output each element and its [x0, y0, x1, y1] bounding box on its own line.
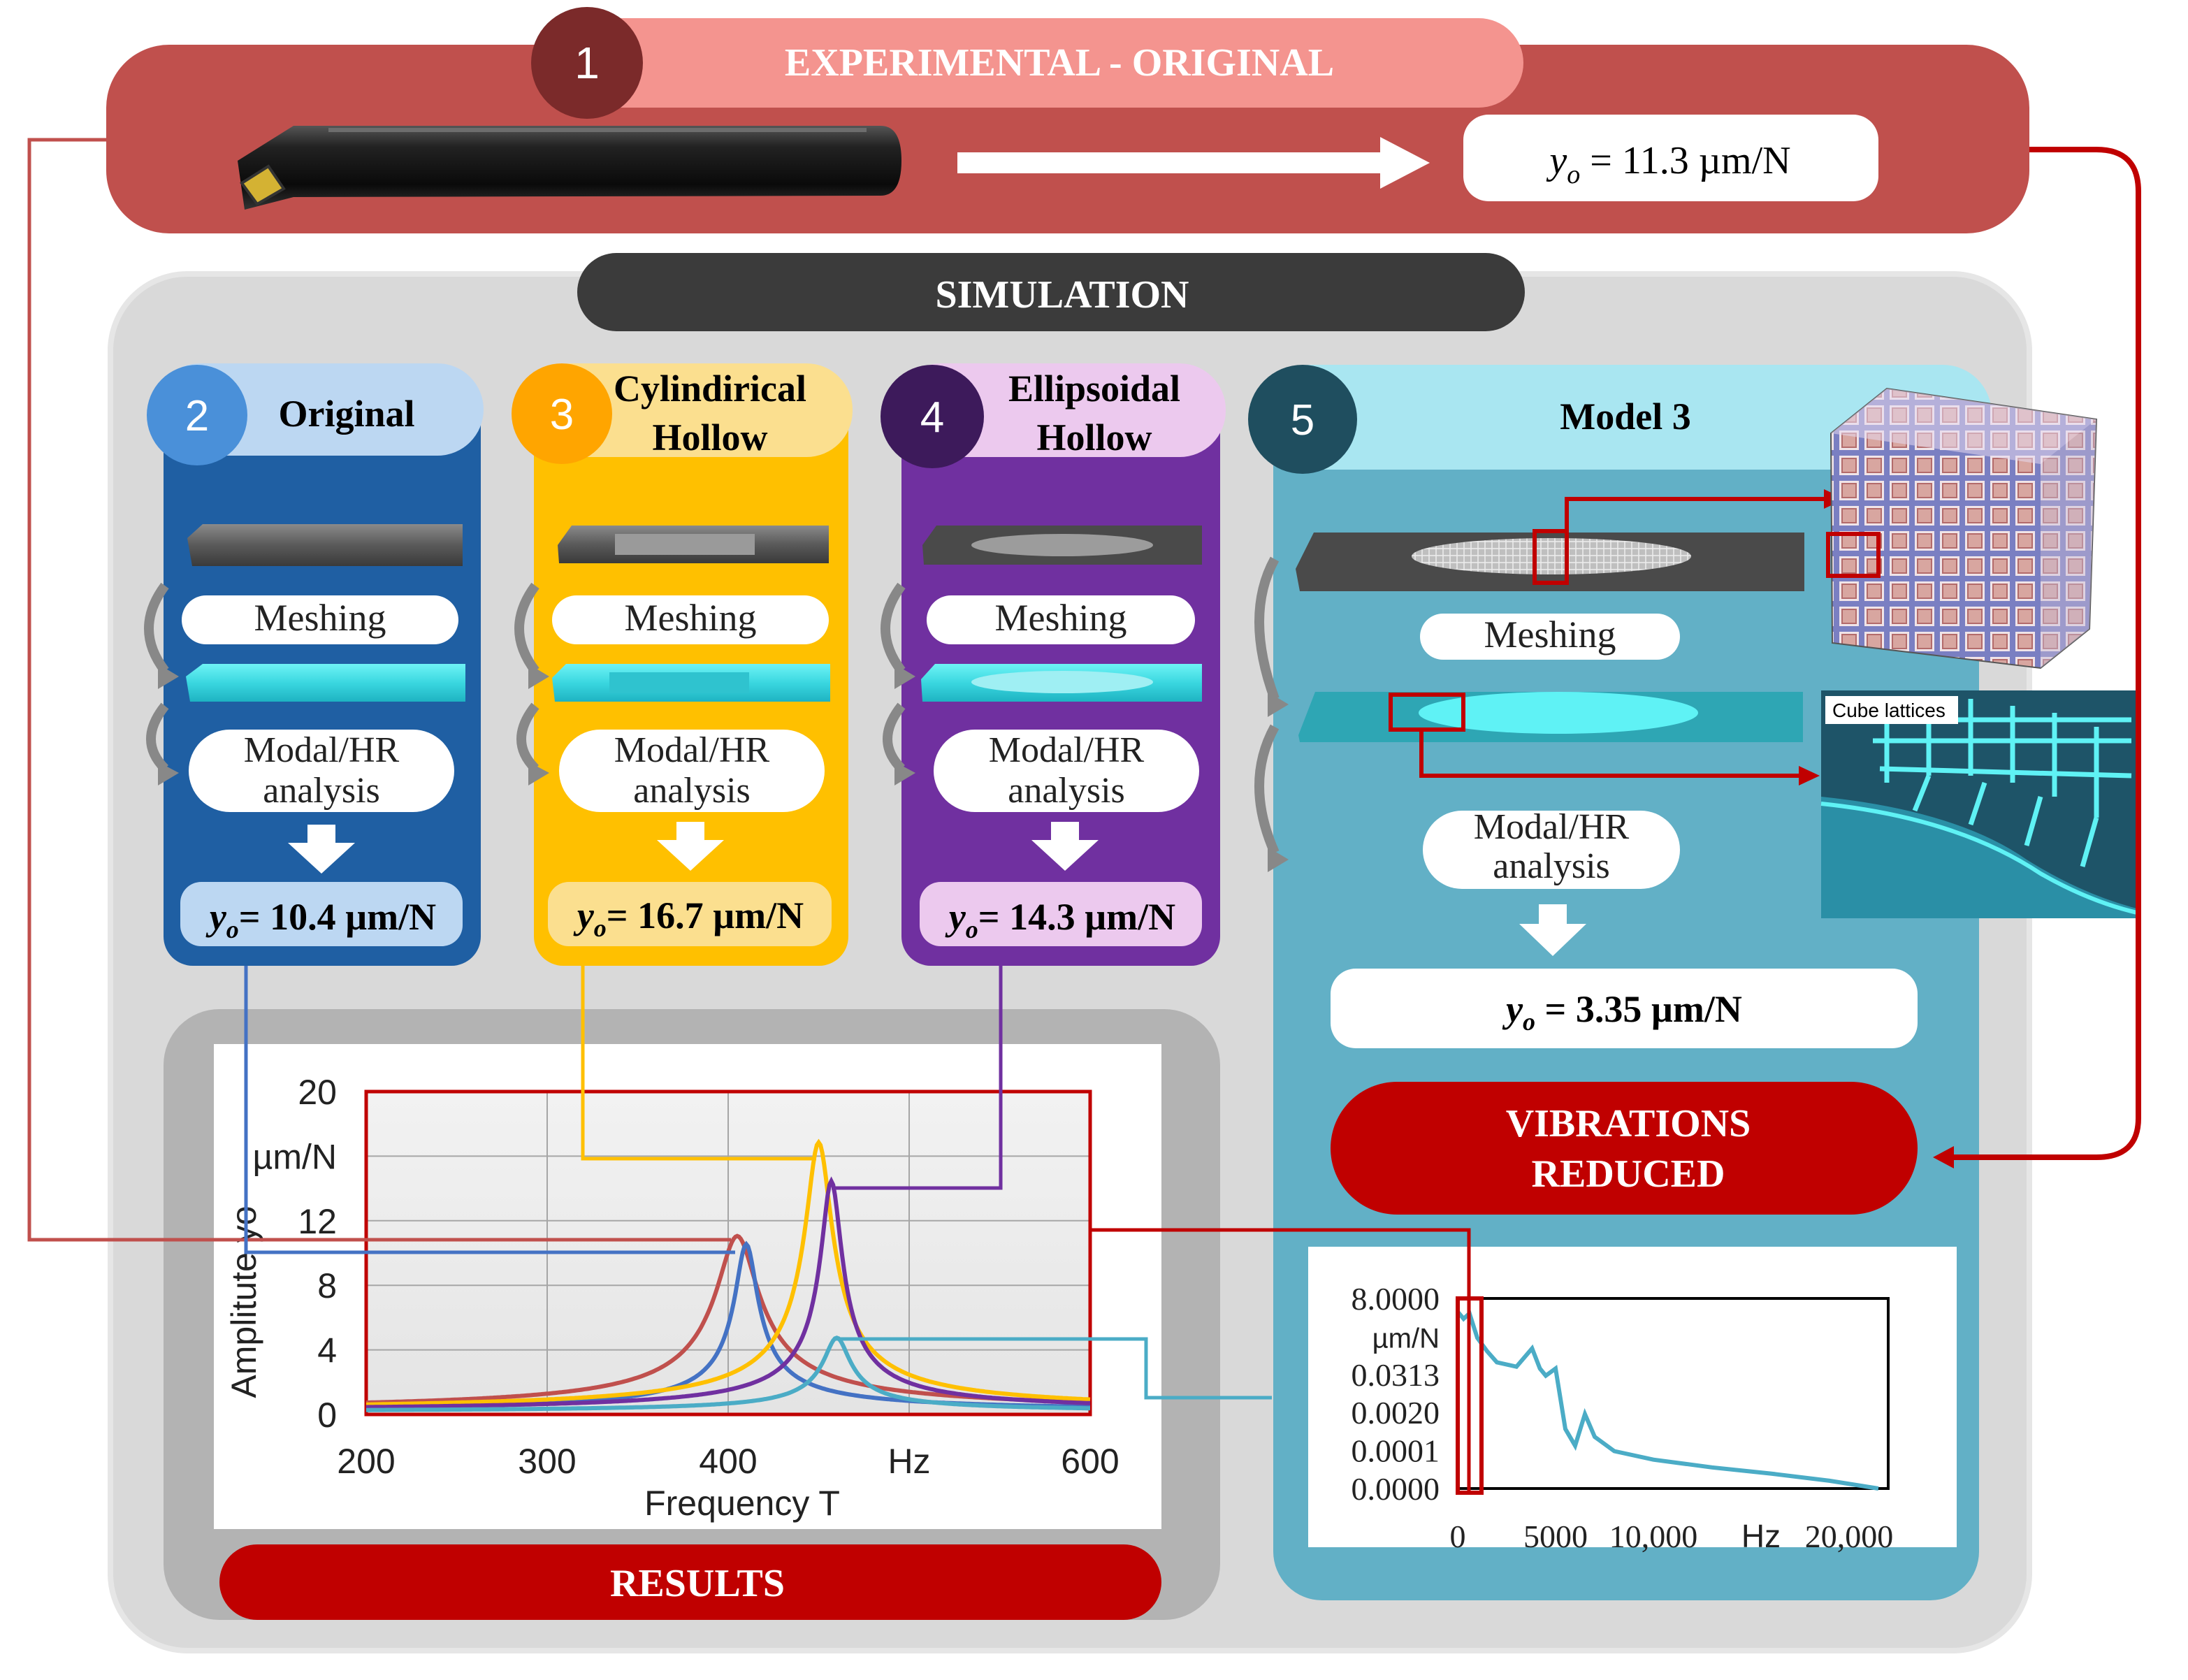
connector-experimental-right — [1950, 147, 2141, 1160]
chart-x-tick-label: 400 — [699, 1442, 757, 1481]
chart-y-tick-label: 20 — [298, 1073, 337, 1112]
step-badge-3 — [512, 363, 612, 464]
small-chart-plot-area — [1456, 1297, 1890, 1490]
small-chart-x-tick-label: 20,000 — [1805, 1519, 1894, 1554]
connector-original — [244, 966, 735, 1254]
experimental-result-box — [1463, 115, 1878, 201]
small-chart-y-tick-label: 8.0000 — [1352, 1281, 1440, 1317]
step-badge-4 — [881, 365, 984, 468]
chart-x-axis-label: Frequency T — [644, 1484, 840, 1523]
model-ellipsoidal-analysis-label-1: Modal/HR — [989, 730, 1145, 770]
chart-y-tick-label: 8 — [317, 1266, 337, 1305]
step-badge-3-number: 3 — [550, 391, 574, 439]
vibrations-arrowhead — [1933, 1146, 1954, 1168]
vibrations-reduced-box — [1331, 1082, 1918, 1215]
small-chart-zoom-box — [1456, 1296, 1484, 1495]
simulation-title: SIMULATION — [935, 273, 1189, 317]
chart-x-tick-label: 600 — [1061, 1442, 1119, 1481]
small-chart-y-tick-label: 0.0001 — [1352, 1433, 1440, 1469]
model-original-analysis-label-1: Modal/HR — [244, 730, 400, 770]
model-ellipsoidal-card: 4 Ellipsoidal Hollow Meshing Modal/HR an… — [881, 363, 1226, 966]
simulation-title-bar — [577, 253, 1525, 331]
chart-x-tick-label: 300 — [518, 1442, 576, 1481]
connector-experimental-left — [27, 138, 731, 1242]
model-cylindrical-analysis-label-1: Modal/HR — [614, 730, 770, 770]
model-original-title: Original — [278, 393, 414, 435]
step-badge-1-number: 1 — [574, 38, 600, 88]
model-cylindrical-analysis-label-2: analysis — [633, 771, 751, 811]
model-lattice-analysis-label-2: analysis — [1493, 846, 1610, 886]
model-original-analysis-label-2: analysis — [263, 771, 380, 811]
model-cylindrical-title-2: Hollow — [652, 417, 767, 458]
step-badge-2-number: 2 — [185, 392, 209, 440]
chart-y-tick-label: µm/N — [253, 1137, 337, 1176]
connector-lines — [27, 138, 2141, 1495]
small-chart-x-tick-label: 5000 — [1523, 1519, 1588, 1554]
step-badge-4-number: 4 — [920, 393, 944, 442]
model-lattice-title: Model 3 — [1560, 396, 1690, 437]
small-chart-y-tick-label: 0.0000 — [1352, 1471, 1440, 1507]
model-ellipsoidal-title-1: Ellipsoidal — [1008, 368, 1180, 410]
model-ellipsoidal-analysis-label-2: analysis — [1008, 771, 1125, 811]
vibrations-reduced-line1: VIBRATIONS — [1506, 1102, 1751, 1145]
chart-y-tick-label: 0 — [317, 1396, 337, 1435]
cube-lattices-label: Cube lattices — [1832, 700, 1946, 721]
cube-lattices-image: Cube lattices — [1820, 690, 2138, 918]
experimental-arrow — [957, 137, 1430, 189]
model-original-meshing-label: Meshing — [254, 597, 386, 639]
chart-y-axis-label: Amplitute yo — [224, 1205, 263, 1398]
model-lattice-meshing-label: Meshing — [1484, 614, 1616, 656]
step-badge-5 — [1248, 365, 1357, 474]
small-chart-x-tick-label: 0 — [1450, 1519, 1466, 1554]
small-chart-y-tick-label: µm/N — [1372, 1323, 1440, 1354]
chart-y-tick-label: 12 — [298, 1202, 337, 1241]
chart-y-tick-label: 4 — [317, 1331, 337, 1370]
model-original-card: 2 Original Meshing Modal/HR analysis yo=… — [144, 363, 484, 966]
model-cylindrical-card: 3 Cylindirical Hollow Meshing Modal/HR a… — [512, 363, 853, 966]
model-cylindrical-title-1: Cylindirical — [614, 368, 806, 410]
connector-zoom — [1090, 1228, 1471, 1493]
experimental-result-text: yo = 11.3 µm/N — [1546, 139, 1790, 189]
chart-x-tick-label: 200 — [337, 1442, 395, 1481]
small-chart-x-tick-label: 10,000 — [1609, 1519, 1698, 1554]
step-badge-1 — [531, 7, 643, 119]
model-cylindrical-meshing-label: Meshing — [625, 597, 757, 639]
model-original-result: yo= 10.4 µm/N — [205, 896, 436, 943]
chart-x-tick-label: Hz — [887, 1442, 930, 1481]
connector-lattice — [836, 1337, 1272, 1400]
chart-series-line-3 — [366, 1138, 1091, 1407]
model-lattice-result: yo = 3.35 µm/N — [1502, 988, 1742, 1036]
experimental-title: EXPERIMENTAL - ORIGINAL — [785, 41, 1334, 85]
small-chart-x-tick-label: Hz — [1741, 1518, 1781, 1554]
results-title: RESULTS — [610, 1562, 785, 1605]
model-ellipsoidal-title-2: Hollow — [1036, 417, 1152, 458]
model-lattice-analysis-label-1: Modal/HR — [1474, 807, 1630, 847]
experimental-title-tab — [552, 18, 1523, 108]
model-ellipsoidal-result: yo= 14.3 µm/N — [945, 896, 1175, 943]
small-chart-y-tick-label: 0.0020 — [1352, 1395, 1440, 1431]
connector-ellipsoidal — [832, 966, 1003, 1190]
step-badge-2 — [147, 365, 247, 465]
model-ellipsoidal-meshing-label: Meshing — [995, 597, 1127, 639]
lattice-cube-image — [1826, 387, 2098, 669]
connector-cylindrical — [581, 966, 816, 1161]
vibrations-reduced-line2: REDUCED — [1532, 1152, 1725, 1196]
small-chart-y-tick-label: 0.0313 — [1352, 1357, 1440, 1393]
chart-series-line-4 — [365, 1176, 1090, 1410]
results-title-bar — [219, 1544, 1161, 1620]
step-badge-5-number: 5 — [1291, 396, 1314, 444]
chart-series-line-5 — [366, 1335, 1090, 1412]
boring-bar-tool-image — [238, 126, 901, 210]
model-cylindrical-result: yo= 16.7 µm/N — [573, 895, 804, 942]
